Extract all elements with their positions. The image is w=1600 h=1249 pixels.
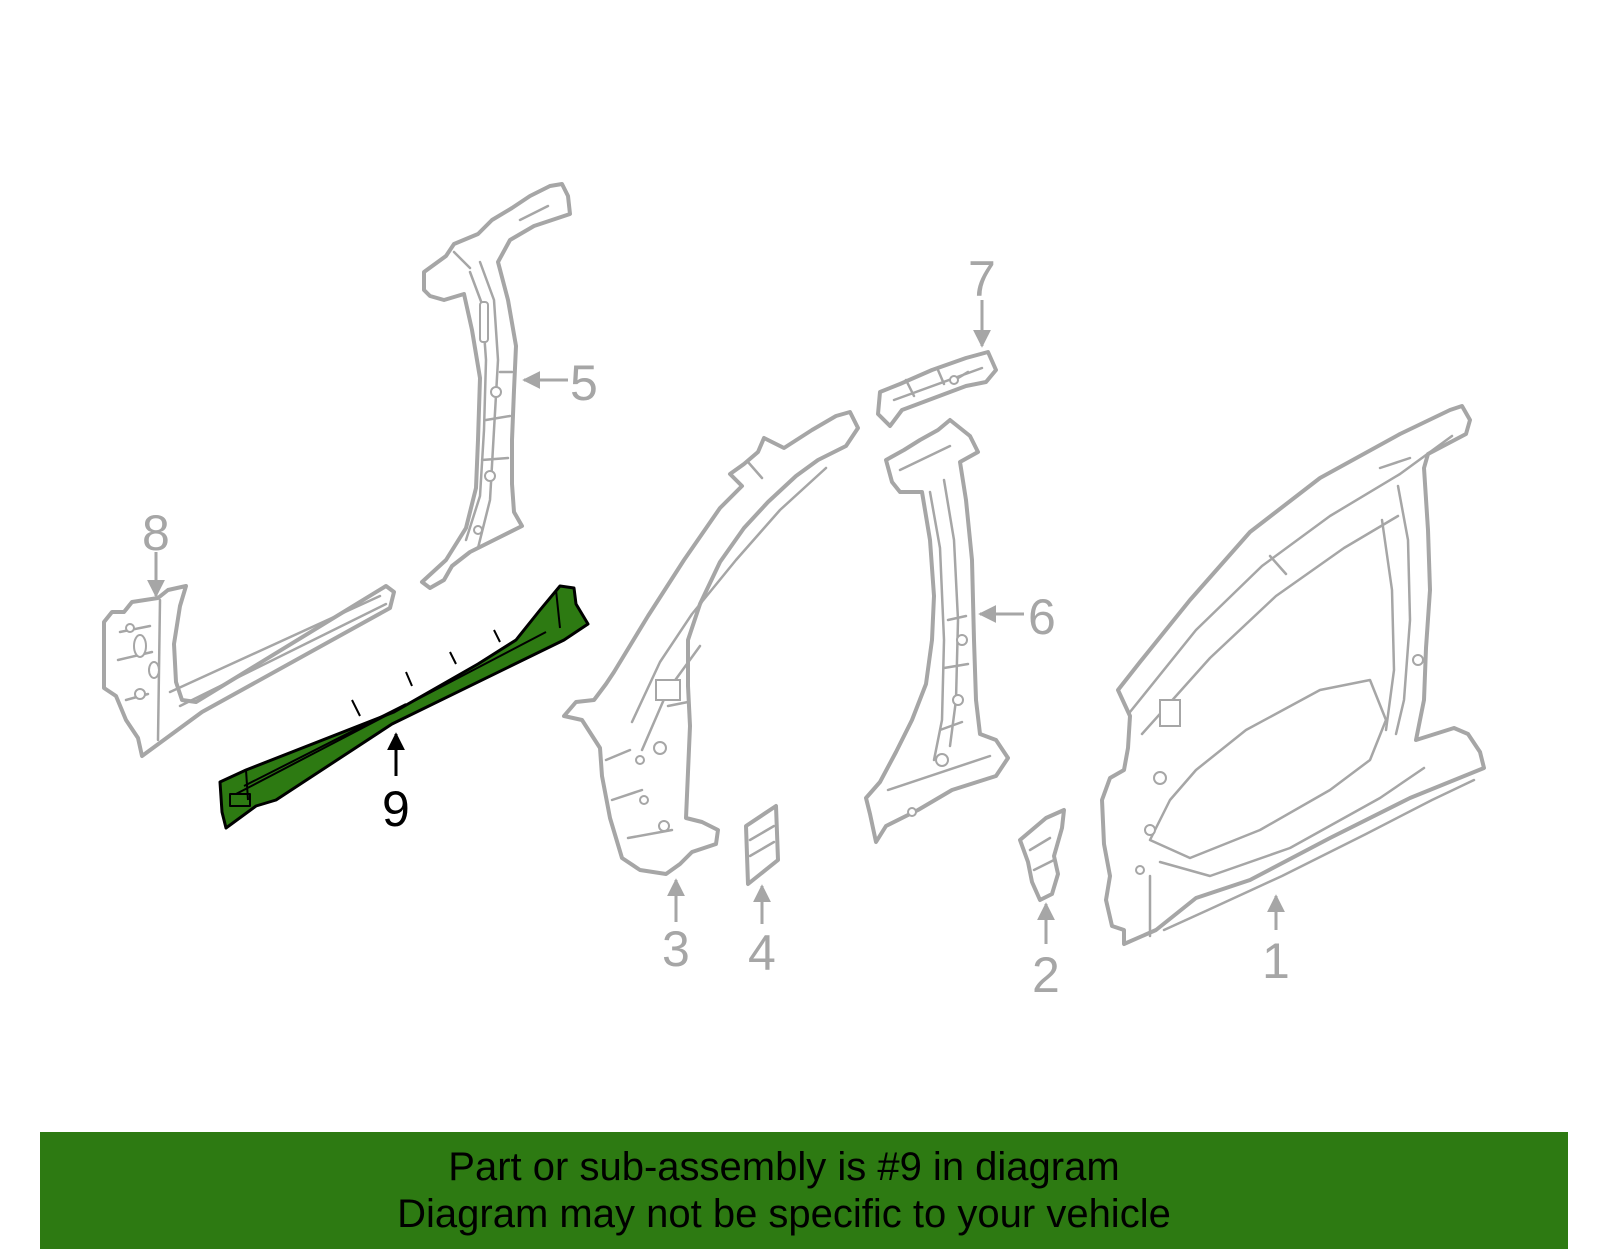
banner-line-part: Part or sub-assembly is #9 in diagram <box>448 1144 1120 1189</box>
callout-7: 7 <box>968 251 996 307</box>
callout-1: 1 <box>1262 933 1290 989</box>
callout-6: 6 <box>1028 589 1056 645</box>
callout-9: 9 <box>382 781 410 837</box>
part-3-front-pillar-inner[interactable] <box>562 410 860 876</box>
callouts: 1 2 3 4 5 6 7 8 9 <box>142 251 1290 1003</box>
part-1-body-side-outer[interactable] <box>1100 404 1486 946</box>
part-4-bracket[interactable] <box>744 804 780 886</box>
part-8-rear-sill-extension[interactable] <box>102 584 396 758</box>
part-5-center-pillar-inner[interactable] <box>420 182 572 590</box>
part-6-center-pillar-outer[interactable] <box>864 418 1010 844</box>
leader-lines <box>147 300 1285 944</box>
callout-4: 4 <box>748 925 776 981</box>
part-9-rocker-panel[interactable] <box>218 584 590 830</box>
callout-8: 8 <box>142 505 170 561</box>
callout-3: 3 <box>662 921 690 977</box>
info-banner: Part or sub-assembly is #9 in diagram Di… <box>40 1132 1568 1249</box>
part-2-pillar-bracket[interactable] <box>1018 808 1066 902</box>
callout-5: 5 <box>570 355 598 411</box>
part-7-roof-rail-reinforcement[interactable] <box>876 350 998 428</box>
banner-line-disclaimer: Diagram may not be specific to your vehi… <box>397 1191 1171 1236</box>
callout-2: 2 <box>1032 947 1060 1003</box>
